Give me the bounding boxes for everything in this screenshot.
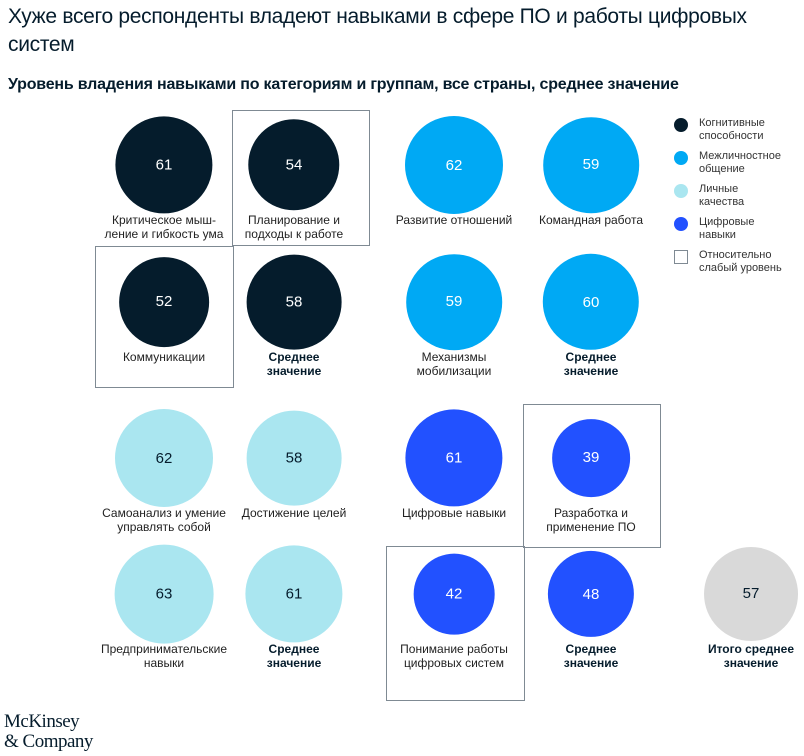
legend-dot-marker xyxy=(674,184,688,198)
bubble-label: Итого среднее значение xyxy=(707,642,795,670)
bubble-label: Планирование и подходы к работе xyxy=(244,213,344,241)
weak-box xyxy=(523,404,661,548)
bubble: 61 xyxy=(245,545,343,643)
bubble-label: Критическое мыш- ление и гибкость ума xyxy=(104,213,224,241)
bubble: 52 xyxy=(119,257,209,347)
bubble: 62 xyxy=(405,116,503,214)
bubble-label: Коммуникации xyxy=(122,350,206,364)
weak-box xyxy=(386,546,525,701)
bubble: 57 xyxy=(704,547,798,641)
bubble-label: Среднее значение xyxy=(563,350,619,378)
legend-square-marker xyxy=(674,250,688,264)
bubble-label: Среднее значение xyxy=(266,642,322,670)
legend-dot-marker xyxy=(674,151,688,165)
bubble: 61 xyxy=(405,409,503,507)
bubble-label: Предпринимательские навыки xyxy=(100,642,228,670)
bubble: 58 xyxy=(246,410,342,506)
bubble: 42 xyxy=(413,553,495,635)
legend-item: Личные качества xyxy=(674,183,782,209)
legend-label: Межличностное общение xyxy=(699,150,781,175)
legend-dot-marker xyxy=(674,217,688,231)
mckinsey-logo: McKinsey & Company xyxy=(4,711,93,752)
bubble-label: Развитие отношений xyxy=(395,213,513,227)
weak-box xyxy=(232,110,370,246)
chart-subtitle: Уровень владения навыками по категориям … xyxy=(8,76,679,93)
bubble-label: Самоанализ и умение управлять собой xyxy=(102,506,226,534)
bubble-label: Командная работа xyxy=(538,213,643,227)
bubble: 62 xyxy=(115,409,213,507)
bubble: 54 xyxy=(248,119,340,211)
legend-item: Когнитивные способности xyxy=(674,117,782,143)
legend-dot-marker xyxy=(674,118,688,132)
bubble-label: Достижение целей xyxy=(241,506,347,520)
bubble: 63 xyxy=(114,544,214,644)
bubble: 59 xyxy=(543,117,639,213)
bubble: 61 xyxy=(115,116,213,214)
legend-label: Цифровые навыки xyxy=(699,216,755,241)
legend-label: Когнитивные способности xyxy=(699,117,765,142)
bubble: 59 xyxy=(406,254,502,350)
bubble: 58 xyxy=(246,254,342,350)
bubble-label: Понимание работы цифровых систем xyxy=(400,642,508,670)
legend-label: Относительно слабый уровень xyxy=(699,249,782,274)
weak-box xyxy=(95,246,234,388)
legend-item: Относительно слабый уровень xyxy=(674,249,782,275)
bubble-label: Разработка и применение ПО xyxy=(546,506,636,534)
bubble-label: Среднее значение xyxy=(563,642,619,670)
legend-item: Цифровые навыки xyxy=(674,216,782,242)
bubble: 60 xyxy=(542,253,640,351)
legend-item: Межличностное общение xyxy=(674,150,782,176)
bubble-label: Механизмы мобилизации xyxy=(416,350,492,378)
chart-title: Хуже всего респонденты владеют навыками … xyxy=(8,5,747,56)
bubble: 39 xyxy=(552,419,630,497)
legend-label: Личные качества xyxy=(699,183,745,208)
bubble: 48 xyxy=(547,550,635,638)
bubble-label: Цифровые навыки xyxy=(401,506,507,520)
bubble-label: Среднее значение xyxy=(266,350,322,378)
